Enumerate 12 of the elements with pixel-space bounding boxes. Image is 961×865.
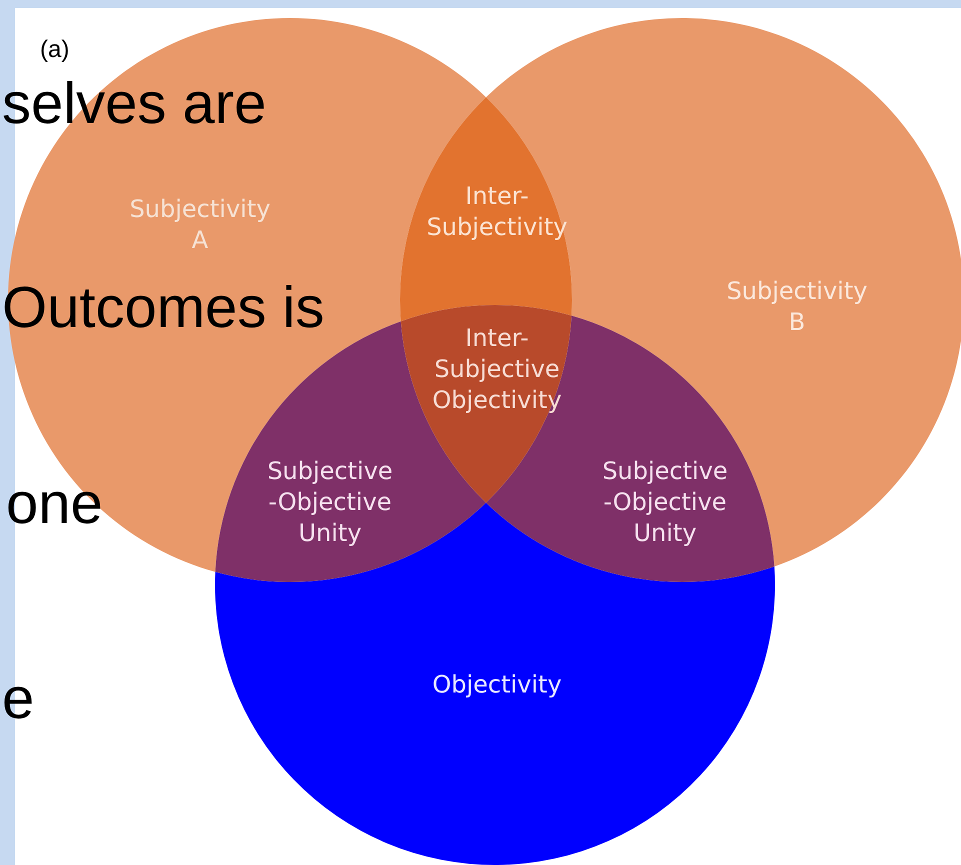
region-label: Inter- Subjective Objectivity [431, 323, 563, 417]
overlap-region [400, 97, 572, 322]
region-label: Objectivity [431, 669, 563, 700]
region-label: Subjective -Objective Unity [266, 456, 394, 550]
panel-label: (a) [40, 36, 70, 64]
region-label: Subjective -Objective Unity [601, 456, 729, 550]
region-label: Subjectivity A [128, 194, 272, 256]
center-overlap-region [400, 305, 572, 503]
slide-text: e [2, 665, 34, 732]
slide-text: one [6, 470, 103, 537]
region-label: Subjectivity B [726, 276, 868, 338]
region-label: Inter- Subjectivity [426, 180, 568, 243]
